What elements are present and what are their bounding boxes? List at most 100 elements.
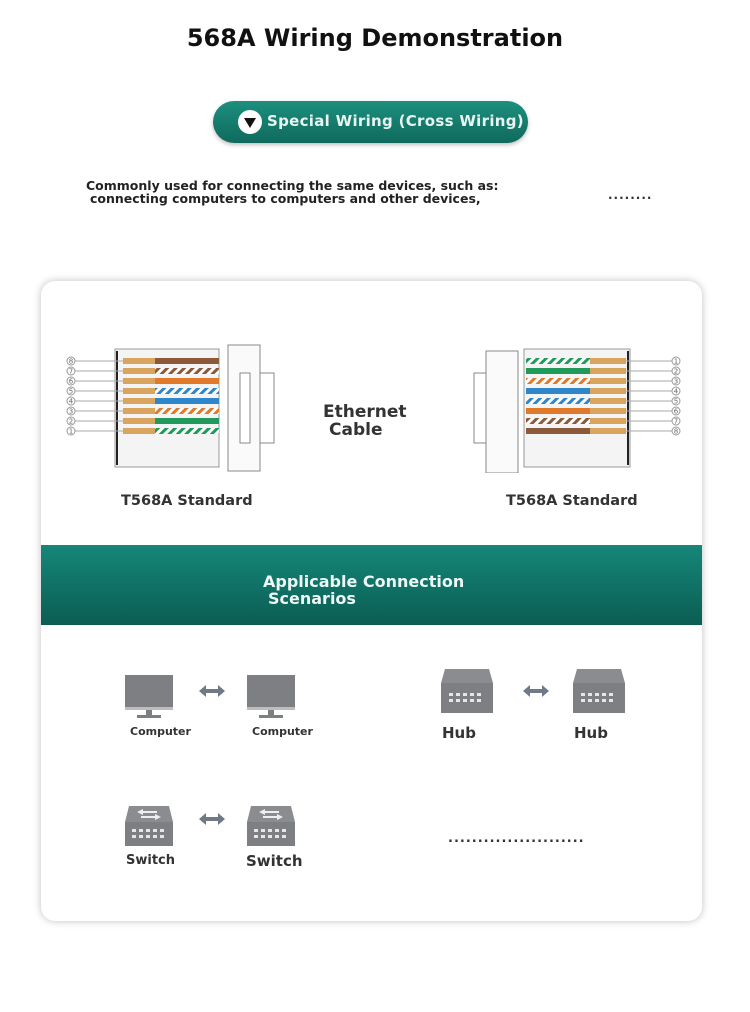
- bidirectional-arrow-icon: [523, 685, 549, 697]
- pin-number: 1: [69, 428, 73, 436]
- pin-number: 8: [69, 358, 73, 366]
- pin-marker: [66, 356, 76, 366]
- description-line-2: connecting computers to computers and ot…: [90, 191, 481, 206]
- contact-strip: [123, 418, 155, 424]
- pin-number: 6: [69, 378, 74, 386]
- contact-strip: [590, 358, 626, 364]
- wire-pin-3: [155, 408, 219, 414]
- pin-number: 5: [69, 388, 73, 396]
- pin-number: 6: [674, 408, 679, 416]
- pin-number: 3: [674, 378, 678, 386]
- contact-strip: [123, 358, 155, 364]
- pin-number: 4: [69, 398, 74, 406]
- pin-marker: [671, 356, 681, 366]
- pin-marker: [66, 426, 76, 436]
- pin-marker: [671, 366, 681, 376]
- wire-pin-8: [155, 358, 219, 364]
- contact-strip: [590, 388, 626, 394]
- ethernet-cable-label: Ethernet Cable: [323, 403, 407, 439]
- wire-pin-7: [155, 368, 219, 374]
- wire-pin-5: [526, 398, 590, 404]
- contact-strip: [590, 428, 626, 434]
- wire-pin-7: [526, 418, 590, 424]
- pin-number: 4: [674, 388, 679, 396]
- right-rj45-connector: 1 2 3 4 5 6 7 8: [473, 348, 681, 473]
- wire-pin-4: [155, 398, 219, 404]
- computer-right-label: Computer: [252, 725, 313, 738]
- wiring-type-badge: Special Wiring (Cross Wiring): [213, 101, 528, 143]
- page-title: 568A Wiring Demonstration: [186, 24, 564, 52]
- contact-strip: [123, 398, 155, 404]
- pin-marker: [671, 376, 681, 386]
- contact-strip: [590, 368, 626, 374]
- wire-pin-2: [155, 418, 219, 424]
- pin-number: 7: [69, 368, 73, 376]
- hub-icon: [441, 669, 493, 713]
- pin-marker: [66, 366, 76, 376]
- contact-strip: [123, 408, 155, 414]
- pin-number: 2: [69, 418, 73, 426]
- pin-marker: [66, 416, 76, 426]
- wire-pin-1: [155, 428, 219, 434]
- scenarios-heading-line-2: Scenarios: [268, 589, 356, 608]
- pin-marker: [66, 386, 76, 396]
- description-line-1: Commonly used for connecting the same de…: [86, 178, 499, 193]
- pin-number: 8: [674, 428, 678, 436]
- wire-pin-6: [526, 408, 590, 414]
- hub-icon: [573, 669, 625, 713]
- switch-icon: [125, 806, 173, 846]
- pin-marker: [671, 396, 681, 406]
- wiring-type-label: Special Wiring (Cross Wiring): [267, 112, 524, 130]
- bidirectional-arrow-icon: [199, 685, 225, 697]
- hub-right-label: Hub: [574, 724, 608, 742]
- wiring-card: 8 7 6 5 4 3 2 1 Ethernet Cable 1 2 3 4 5 6 7 8 T568A S…: [41, 281, 702, 921]
- chevron-down-icon: [238, 110, 262, 134]
- hub-left-label: Hub: [442, 724, 476, 742]
- contact-strip: [123, 368, 155, 374]
- right-standard-label: T568A Standard: [506, 493, 638, 509]
- pin-number: 1: [674, 358, 678, 366]
- wire-pin-5: [155, 388, 219, 394]
- bidirectional-arrow-icon: [199, 813, 225, 825]
- description-ellipsis: ........: [608, 188, 653, 202]
- pin-number: 7: [674, 418, 678, 426]
- ethernet-cable-label-line-2: Cable: [329, 420, 383, 440]
- scenarios-heading-line-1: Applicable Connection: [263, 572, 465, 591]
- left-rj45-connector: 8 7 6 5 4 3 2 1: [66, 344, 275, 472]
- wire-pin-4: [526, 388, 590, 394]
- wire-pin-1: [526, 358, 590, 364]
- contact-strip: [123, 428, 155, 434]
- contact-strip: [590, 408, 626, 414]
- ethernet-cable-label-line-1: Ethernet: [323, 402, 407, 422]
- contact-strip: [123, 378, 155, 384]
- pin-marker: [66, 396, 76, 406]
- description: Commonly used for connecting the same de…: [86, 179, 498, 205]
- switch-right-label: Switch: [246, 852, 303, 870]
- pin-marker: [66, 376, 76, 386]
- contact-strip: [590, 418, 626, 424]
- computer-icon: [247, 675, 295, 718]
- switch-left-label: Switch: [126, 853, 176, 868]
- computer-icon: [125, 675, 173, 718]
- pin-marker: [671, 406, 681, 416]
- pin-number: 5: [674, 398, 678, 406]
- more-scenarios-ellipsis: .......................: [448, 831, 585, 846]
- pin-marker: [671, 426, 681, 436]
- scenarios-banner: Applicable Connection Scenarios: [41, 545, 702, 625]
- pin-marker: [671, 386, 681, 396]
- left-standard-label: T568A Standard: [121, 493, 253, 509]
- pin-number: 3: [69, 408, 73, 416]
- wire-pin-3: [526, 378, 590, 384]
- wire-pin-2: [526, 368, 590, 374]
- scenarios-heading: Applicable Connection Scenarios: [263, 573, 464, 607]
- wire-pin-8: [526, 428, 590, 434]
- pin-number: 2: [674, 368, 678, 376]
- switch-icon: [247, 806, 295, 846]
- pin-marker: [671, 416, 681, 426]
- computer-left-label: Computer: [130, 725, 191, 738]
- contact-strip: [123, 388, 155, 394]
- pin-marker: [66, 406, 76, 416]
- contact-strip: [590, 378, 626, 384]
- contact-strip: [590, 398, 626, 404]
- wire-pin-6: [155, 378, 219, 384]
